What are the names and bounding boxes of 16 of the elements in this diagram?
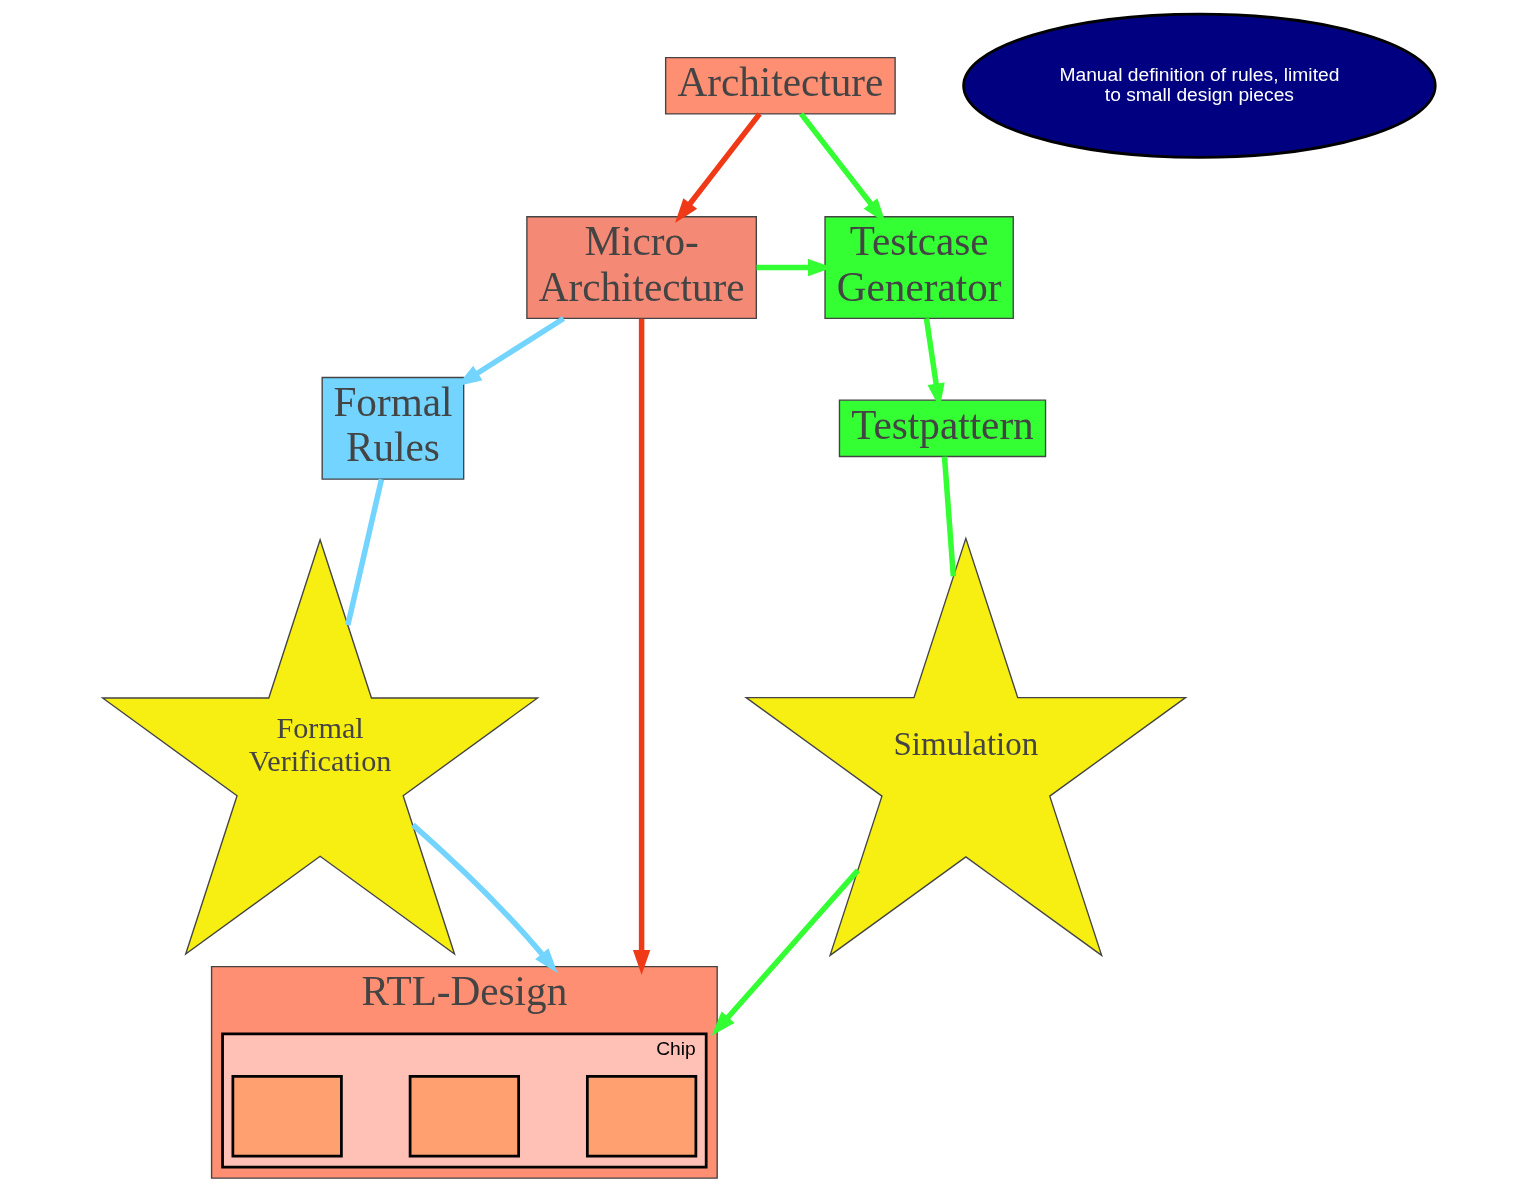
cluster: Chip — [220, 1032, 708, 1169]
arrow — [711, 868, 860, 1036]
node-box: Micro- Architecture — [525, 216, 757, 320]
node-box — [585, 1075, 697, 1158]
node-box — [231, 1075, 343, 1158]
connector — [941, 456, 956, 577]
node-ellipse: Manual definition of rules, limited to small design pieces — [961, 12, 1437, 159]
node-box: Formal Rules — [321, 376, 464, 480]
connector — [344, 478, 384, 626]
node-box: Architecture — [664, 56, 896, 115]
node-box: Testcase Generator — [823, 216, 1014, 320]
node-box — [408, 1075, 520, 1158]
node-box: Testpattern — [838, 399, 1046, 458]
arrow — [674, 112, 762, 224]
arrow — [410, 822, 558, 973]
arrow — [632, 318, 650, 975]
